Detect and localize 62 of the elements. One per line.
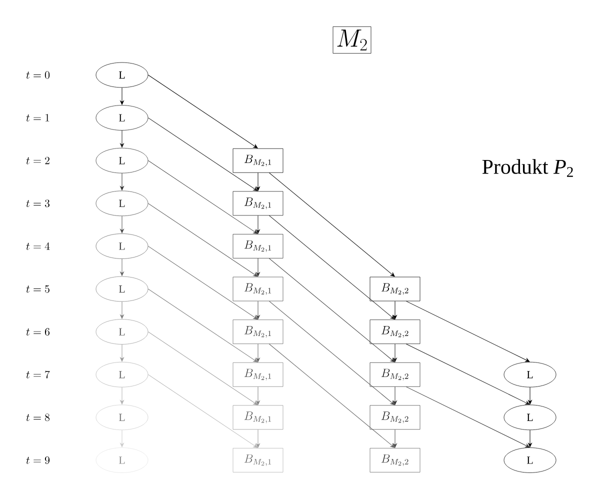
arrow bbox=[268, 172, 395, 277]
arrow bbox=[148, 118, 258, 192]
process-box: $B_{M_2,1}$ bbox=[232, 448, 284, 472]
arrow bbox=[256, 258, 260, 276]
time-label: $t=7$ bbox=[26, 370, 50, 378]
arrow bbox=[148, 246, 258, 320]
arrow bbox=[256, 344, 260, 362]
arrow bbox=[120, 216, 124, 234]
time-label: $t=6$ bbox=[26, 328, 50, 336]
arrow bbox=[268, 258, 395, 362]
process-box: $B_{M_2,2}$ bbox=[370, 448, 420, 472]
process-box: $B_{M_2,1}$ bbox=[232, 362, 284, 387]
arrow bbox=[120, 258, 124, 276]
time-label: $t=2$ bbox=[26, 156, 50, 164]
process-box: $B_{M_2,1}$ bbox=[232, 191, 284, 216]
arrow bbox=[256, 429, 260, 448]
time-label: $t=3$ bbox=[26, 200, 50, 208]
arrow bbox=[148, 160, 258, 234]
time-label: $t=1$ bbox=[26, 114, 50, 122]
arrow bbox=[406, 386, 530, 448]
time-label: $t=9$ bbox=[26, 456, 50, 464]
arrow bbox=[256, 215, 260, 234]
arrow bbox=[148, 374, 258, 448]
process-box: $B_{M_2,1}$ bbox=[232, 405, 284, 430]
arrow bbox=[528, 430, 532, 448]
arrow bbox=[256, 172, 260, 191]
process-box: $B_{M_2,1}$ bbox=[232, 276, 284, 302]
process-box: $B_{M_2,2}$ bbox=[370, 405, 420, 430]
process-box: $B_{M_2,2}$ bbox=[370, 362, 420, 387]
process-box: $B_{M_2,1}$ bbox=[232, 320, 284, 344]
arrow bbox=[120, 387, 124, 404]
time-label: $t=8$ bbox=[26, 414, 50, 422]
process-box: $B_{M_2,1}$ bbox=[232, 148, 284, 173]
arrow bbox=[120, 344, 124, 362]
time-label: $t=4$ bbox=[26, 242, 50, 250]
process-box: $B_{M_2,1}$ bbox=[232, 234, 284, 258]
arrow bbox=[393, 300, 397, 320]
arrow bbox=[148, 288, 258, 362]
time-label: $t=0$ bbox=[26, 71, 50, 79]
arrow bbox=[148, 332, 258, 406]
arrow bbox=[256, 386, 260, 405]
arrow bbox=[268, 215, 395, 320]
arrow bbox=[393, 429, 397, 448]
arrow bbox=[120, 173, 124, 190]
arrow bbox=[268, 300, 395, 406]
time-label: $t=5$ bbox=[26, 285, 50, 293]
arrow bbox=[406, 300, 530, 362]
arrow bbox=[120, 87, 124, 105]
arrow bbox=[120, 301, 124, 319]
title-box: $M_2$ bbox=[332, 26, 372, 54]
product-label: Produkt P$_{2}$ bbox=[482, 159, 573, 177]
arrow bbox=[393, 344, 397, 362]
arrow bbox=[120, 130, 124, 148]
arrow bbox=[406, 344, 530, 405]
arrow bbox=[393, 386, 397, 405]
arrow bbox=[256, 300, 260, 320]
process-box: $B_{M_2,2}$ bbox=[370, 276, 420, 302]
process-box: $B_{M_2,2}$ bbox=[370, 320, 420, 344]
arrow bbox=[148, 74, 258, 148]
arrow bbox=[148, 203, 258, 277]
arrow bbox=[268, 344, 395, 448]
arrow bbox=[528, 387, 532, 404]
